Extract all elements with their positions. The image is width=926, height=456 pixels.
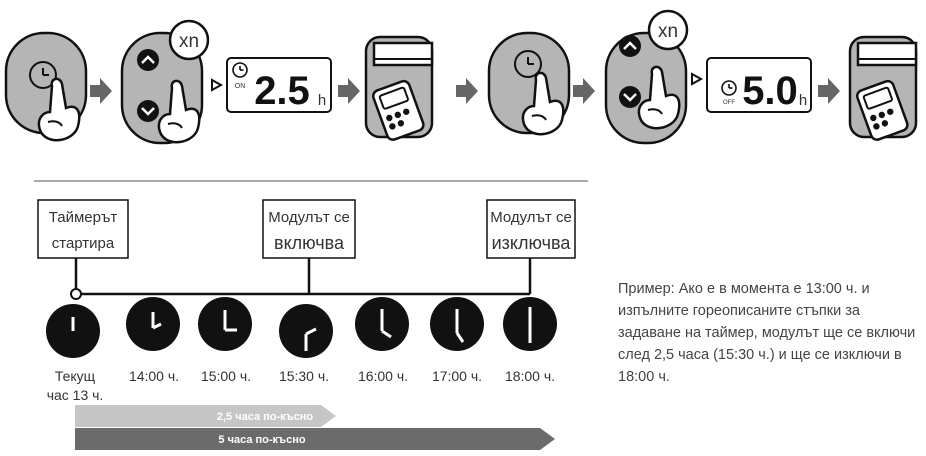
off-tag: OFF — [723, 100, 735, 106]
clock-18 — [503, 297, 557, 351]
event-line-1: Таймерът — [49, 209, 118, 226]
off-display: OFF 5.0 h — [707, 58, 811, 113]
event-line-1: Модулът се — [490, 209, 572, 226]
clock-label-current-2: час 13 ч. — [47, 387, 104, 403]
up-button-icon — [619, 35, 641, 57]
event-line-1: Модулът се — [268, 209, 350, 226]
step-adjust-time-again: xn — [606, 11, 687, 143]
timeline-start-marker — [71, 289, 81, 299]
on-unit: h — [318, 92, 326, 109]
event-line-2: включва — [274, 233, 345, 253]
event-timer-started: Таймерът стартира — [38, 200, 128, 258]
clock-label: 16:00 ч. — [358, 368, 408, 384]
off-time-value: 5.0 — [742, 69, 798, 113]
down-button-icon — [137, 100, 159, 122]
clock-label: 14:00 ч. — [129, 368, 179, 384]
clock-15 — [198, 297, 252, 351]
arrow-off-delay-label: 5 часа по-късно — [218, 434, 305, 446]
clock-label: 18:00 ч. — [505, 368, 555, 384]
flow-arrow-icon — [456, 78, 478, 104]
event-line-2: изключва — [492, 233, 572, 253]
up-button-icon — [137, 49, 159, 71]
event-unit-on: Модулът се включва — [263, 200, 355, 258]
event-unit-off: Модулът се изключва — [487, 200, 575, 258]
on-display: ON 2.5 h — [227, 58, 331, 113]
flow-arrow-icon — [573, 78, 595, 104]
event-line-2: стартира — [52, 235, 115, 252]
pointer-triangle-icon — [212, 80, 221, 90]
timeline-connectors — [76, 258, 530, 294]
down-button-icon — [619, 86, 641, 108]
xn-label: xn — [179, 31, 199, 52]
step-press-timer-again — [489, 33, 569, 134]
clock-icon — [233, 63, 247, 77]
ac-remote-icon — [850, 37, 916, 141]
clock-label: 17:00 ч. — [432, 368, 482, 384]
off-unit: h — [799, 92, 807, 109]
arrow-off-delay: 5 часа по-късно — [75, 428, 555, 450]
clock-icon — [722, 81, 736, 95]
clock-1530 — [279, 304, 333, 358]
flow-arrow-icon — [338, 78, 360, 104]
pointer-triangle-icon — [692, 74, 701, 84]
arrow-on-delay-label: 2,5 часа по-късно — [217, 411, 314, 423]
step-adjust-time: xn — [122, 21, 208, 143]
arrow-on-delay: 2,5 часа по-късно — [75, 405, 336, 427]
clock-16 — [355, 297, 409, 351]
clock-label: 15:30 ч. — [279, 368, 329, 384]
flow-arrow-icon — [818, 78, 840, 104]
example-text: Пример: Ако е в момента е 13:00 ч. и изп… — [618, 278, 918, 388]
xn-label: xn — [658, 21, 678, 42]
clock-label-current-1: Текущ — [55, 368, 96, 384]
on-time-value: 2.5 — [254, 69, 310, 113]
clock-17 — [430, 297, 484, 351]
clock-14 — [126, 297, 180, 351]
clock-label: 15:00 ч. — [201, 368, 251, 384]
ac-remote-icon — [366, 37, 432, 141]
step-press-timer — [6, 33, 86, 140]
clock-13 — [46, 304, 100, 358]
flow-arrow-icon — [90, 78, 112, 104]
on-tag: ON — [235, 83, 246, 90]
